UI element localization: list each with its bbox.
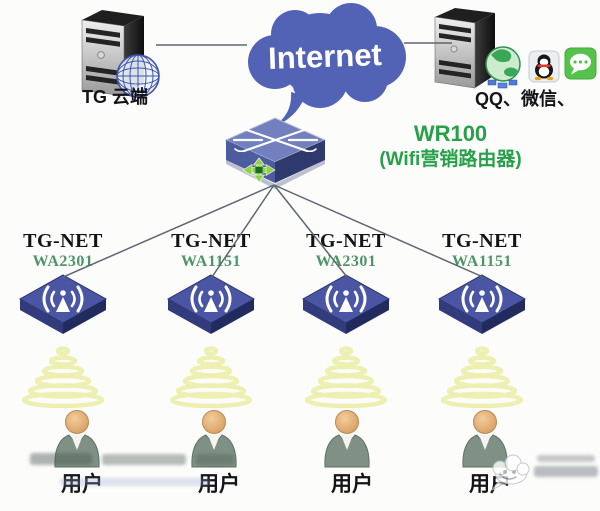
ap-node: TG-NET WA2301 <box>291 230 401 408</box>
ap-brand-label: TG-NET <box>306 230 386 252</box>
cloud-shape <box>248 3 406 128</box>
ap-node: TG-NET WA2301 <box>8 230 118 408</box>
ap-model-label: WA2301 <box>315 253 377 270</box>
ap-model-label: WA1151 <box>452 253 512 270</box>
globe-icon <box>116 54 160 98</box>
ap-model-label: WA1151 <box>181 253 241 270</box>
internet-label: Internet <box>268 37 383 76</box>
user-node <box>453 407 517 469</box>
internet-cloud: Internet <box>225 0 425 135</box>
router-icon <box>224 117 327 189</box>
router-desc-label: (Wifi营销路由器) <box>379 149 522 170</box>
watermark-smudge <box>537 455 595 462</box>
ap-brand-label: TG-NET <box>442 230 522 252</box>
signal-waves-icon <box>169 346 253 408</box>
app-server-node <box>425 3 600 98</box>
server-tower-icon <box>81 10 160 98</box>
watermark-smudge <box>534 466 598 477</box>
user-label: 用户 <box>198 473 240 496</box>
watermark-logo-icon <box>491 454 530 491</box>
wifi-ap-icon <box>301 274 391 334</box>
user-icon <box>54 410 100 468</box>
user-node <box>45 407 109 469</box>
user-label: 用户 <box>331 473 373 496</box>
watermark-smudge <box>30 453 92 465</box>
route-arrows-icon <box>242 157 276 183</box>
signal-waves-icon <box>304 346 388 408</box>
user-icon <box>191 410 237 468</box>
user-icon <box>324 410 370 468</box>
user-node <box>182 407 246 469</box>
qq-icon <box>528 50 560 83</box>
user-icon <box>462 410 508 468</box>
router-model-label: WR100 <box>413 121 488 146</box>
server-tower-icon <box>434 8 495 89</box>
router-node <box>218 110 333 192</box>
ap-brand-label: TG-NET <box>23 230 103 252</box>
signal-waves-icon <box>21 346 105 408</box>
globe-icon <box>485 46 521 89</box>
user-label: 用户 <box>61 473 103 496</box>
wechat-icon <box>564 47 597 80</box>
app-server-label: QQ、微信、 <box>474 89 575 109</box>
wifi-ap-icon <box>437 274 527 334</box>
signal-waves-icon <box>440 346 524 408</box>
ap-node: TG-NET WA1151 <box>427 230 537 408</box>
watermark-smudge <box>102 454 186 465</box>
watermark-logo <box>486 447 600 499</box>
wifi-ap-icon <box>166 274 256 334</box>
watermark-smudge <box>196 454 234 465</box>
ap-brand-label: TG-NET <box>171 230 251 252</box>
ap-model-label: WA2301 <box>32 253 94 270</box>
watermark-smudge <box>60 478 210 486</box>
user-node <box>315 407 379 469</box>
cloud-server-node <box>68 4 168 100</box>
router-labels: WR100 (Wifi营销路由器) <box>338 120 563 173</box>
cloud-server-label: TG 云端 <box>82 87 148 107</box>
wifi-ap-icon <box>18 274 108 334</box>
ap-node: TG-NET WA1151 <box>156 230 266 408</box>
